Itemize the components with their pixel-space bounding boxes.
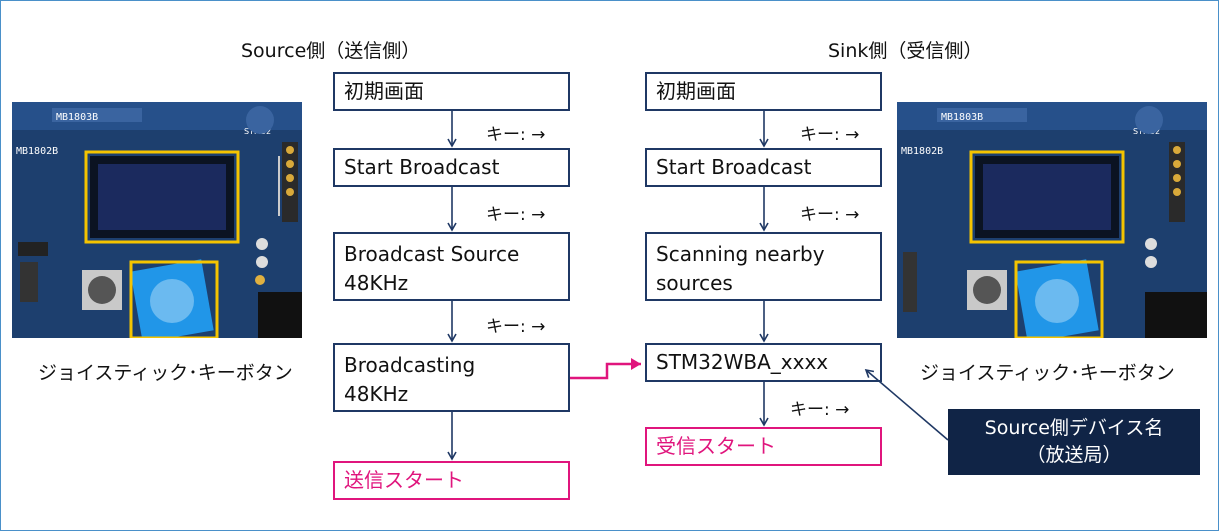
callout-pointer xyxy=(864,368,949,441)
sink-step-initial: 初期画面 xyxy=(645,72,882,111)
sink-step-scanning: Scanning nearby sources xyxy=(645,232,882,301)
callout-line: （放送局） xyxy=(1026,444,1122,466)
display-highlight xyxy=(84,150,240,244)
source-step-broadcasting: Broadcasting 48KHz xyxy=(333,343,570,412)
board-label: MB1802B xyxy=(16,146,58,157)
sink-step-device-name: STM32WBA_xxxx xyxy=(645,343,882,382)
source-key-label: キー: → xyxy=(486,125,546,145)
source-key-label: キー: → xyxy=(486,205,546,225)
board-label: MB1803B xyxy=(941,112,983,123)
source-step-initial: 初期画面 xyxy=(333,72,570,111)
sink-step-start-broadcast: Start Broadcast xyxy=(645,148,882,187)
joystick-highlight xyxy=(129,260,219,338)
source-title: Source側（送信側） xyxy=(241,40,421,62)
joystick-highlight xyxy=(1014,260,1104,338)
sink-key-label: キー: → xyxy=(800,125,860,145)
source-step-broadcast-source: Broadcast Source 48KHz xyxy=(333,232,570,301)
left-board-image: MB1803B MB1802B STM32 xyxy=(12,102,302,338)
board-label: MB1802B xyxy=(901,146,943,157)
source-step-start-broadcast: Start Broadcast xyxy=(333,148,570,187)
sink-key-label: キー: → xyxy=(800,205,860,225)
board-label: MB1803B xyxy=(56,112,98,123)
sink-title: Sink側（受信側） xyxy=(828,40,983,62)
broadcast-link-arrow xyxy=(570,358,641,380)
source-result: 送信スタート xyxy=(333,461,570,500)
display-highlight xyxy=(969,150,1125,244)
sink-key-label: キー: → xyxy=(790,400,850,420)
sink-result: 受信スタート xyxy=(645,427,882,466)
right-board-image: MB1803B MB1802B STM32 xyxy=(897,102,1207,338)
source-key-label: キー: → xyxy=(486,317,546,337)
left-board-caption: ジョイスティック･キーボタン xyxy=(38,362,293,384)
callout-device-name: Source側デバイス名 （放送局） xyxy=(948,409,1200,475)
right-board-caption: ジョイスティック･キーボタン xyxy=(920,362,1175,384)
callout-line: Source側デバイス名 xyxy=(984,417,1164,439)
